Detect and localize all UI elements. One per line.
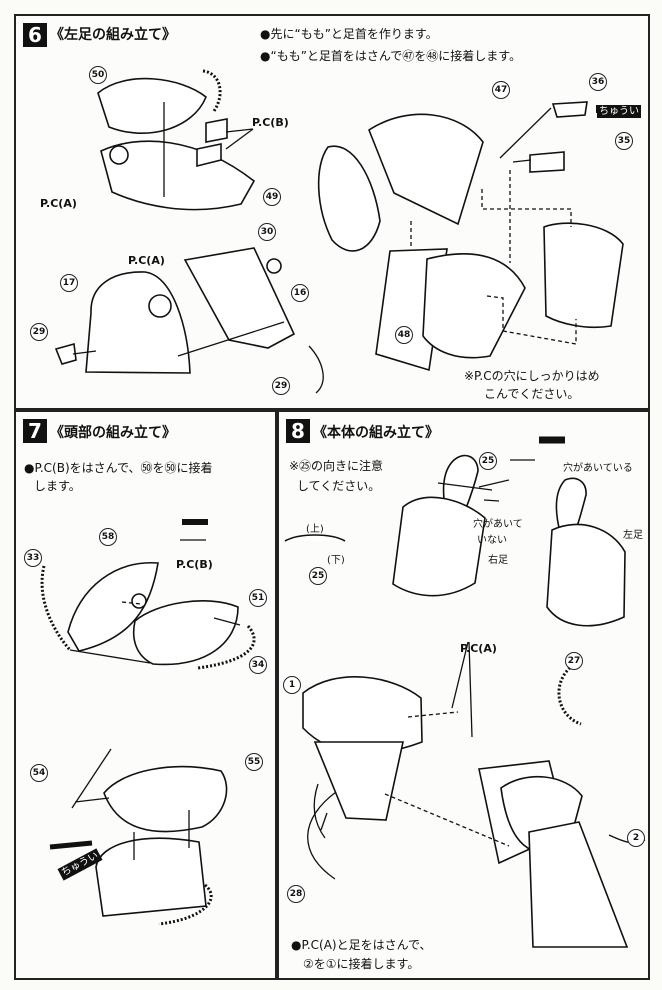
step-7-panel: 7 《頭部の組み立て》 ●P.C(B)をはさんで、㊿を㊿に接着 します。 58 … xyxy=(14,410,277,980)
step-number-badge: 7 xyxy=(23,419,47,443)
part-ref-55: 55 xyxy=(245,753,263,771)
instruction-line: してください。 xyxy=(297,479,381,493)
part-ref-49: 49 xyxy=(263,188,281,206)
instruction-line: ●P.C(B)をはさんで、㊿を㊿に接着 xyxy=(24,461,213,475)
caution-label: ちゅうい xyxy=(597,105,641,118)
footnote-line: ●P.C(A)と足をはさんで、 xyxy=(291,938,432,952)
part-ref-27: 27 xyxy=(565,652,583,670)
part-ref-35: 35 xyxy=(615,132,633,150)
part-ref-2: 2 xyxy=(627,829,645,847)
poly-cap-label: P.C(B) xyxy=(176,558,213,571)
step-6-illustration xyxy=(54,69,624,394)
part-ref-16: 16 xyxy=(291,284,309,302)
instruction-line: します。 xyxy=(34,479,81,493)
step-number-badge: 6 xyxy=(23,23,47,47)
instruction-line: ●“もも”と足首をはさんで㊼を㊽に接着します。 xyxy=(260,49,522,63)
hole-label: 穴があいている xyxy=(563,463,633,474)
part-ref-29: 29 xyxy=(30,323,48,341)
no-hole-label: 穴があいて xyxy=(473,519,523,530)
instruction-line: ●先に“もも”と足首を作ります。 xyxy=(260,27,438,41)
footnote-line: こんでください。 xyxy=(484,387,580,401)
step-title: 《左足の組み立て》 xyxy=(50,27,176,43)
part-ref-36: 36 xyxy=(589,73,607,91)
right-leg-label: 右足 xyxy=(488,555,508,566)
footnote-line: ②を①に接着します。 xyxy=(303,957,420,971)
part-ref-1: 1 xyxy=(283,676,301,694)
part-ref-29: 29 xyxy=(272,377,290,395)
step-8-panel: 8 《本体の組み立て》 ※㉕の向きに注意 してください。 25 25 1 xyxy=(277,410,650,980)
part-ref-33: 33 xyxy=(24,549,42,567)
top-label: (上) xyxy=(306,524,324,535)
poly-cap-label: P.C(A) xyxy=(460,642,497,655)
part-ref-58: 58 xyxy=(99,528,117,546)
left-leg-label: 左足 xyxy=(623,530,643,541)
part-ref-25: 25 xyxy=(309,567,327,585)
instruction-line: ※㉕の向きに注意 xyxy=(289,459,384,473)
step-title: 《本体の組み立て》 xyxy=(313,425,439,441)
step-7-illustration xyxy=(40,519,256,926)
part-ref-30: 30 xyxy=(258,223,276,241)
part-ref-25: 25 xyxy=(479,452,497,470)
part-ref-54: 54 xyxy=(30,764,48,782)
bottom-label: (下) xyxy=(327,555,345,566)
part-ref-28: 28 xyxy=(287,885,305,903)
part-ref-48: 48 xyxy=(395,326,413,344)
part-ref-50: 50 xyxy=(89,66,107,84)
poly-cap-label: P.C(B) xyxy=(252,116,289,129)
step-number-badge: 8 xyxy=(286,419,310,443)
step-8-illustration xyxy=(284,436,646,948)
step-title: 《頭部の組み立て》 xyxy=(50,425,176,441)
poly-cap-label: P.C(A) xyxy=(40,197,77,210)
footnote-line: ※P.Cの穴にしっかりはめ xyxy=(464,369,600,383)
poly-cap-label: P.C(A) xyxy=(128,254,165,267)
part-ref-51: 51 xyxy=(249,589,267,607)
no-hole-label: いない xyxy=(477,535,507,546)
step-6-panel: 6 《左足の組み立て》 ●先に“もも”と足首を作ります。 ●“もも”と足首をはさ… xyxy=(14,14,650,410)
part-ref-34: 34 xyxy=(249,656,267,674)
part-ref-17: 17 xyxy=(60,274,78,292)
part-ref-47: 47 xyxy=(492,81,510,99)
